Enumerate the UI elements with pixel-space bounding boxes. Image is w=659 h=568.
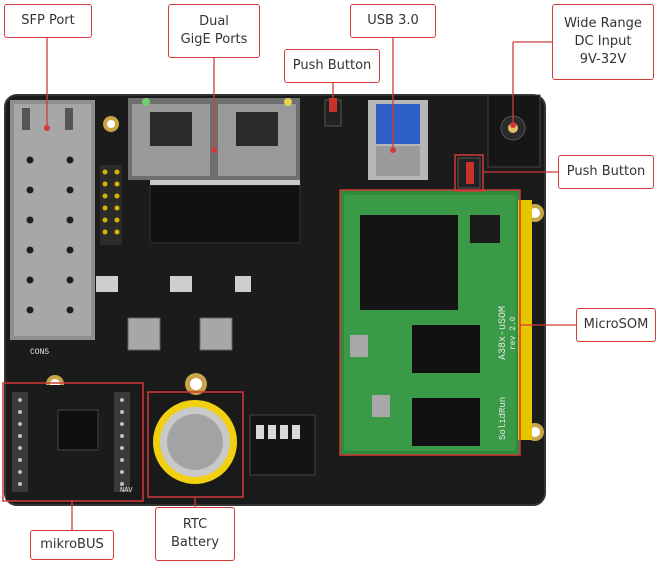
callout-mikrobus-line1: mikroBUS (40, 537, 104, 552)
som-brand-text: SolidRun (498, 397, 508, 440)
callout-dc-line3: 9V-32V (579, 52, 627, 67)
callout-microsom: MicroSOM (576, 308, 656, 342)
callout-rtc-line1: RTC (182, 517, 208, 532)
callout-push-button-top: Push Button (284, 49, 380, 83)
callout-gige-line2: GigE Ports (180, 32, 248, 47)
callout-dual-gige: Dual GigE Ports (168, 4, 260, 58)
callout-sfp-port: SFP Port (4, 4, 92, 38)
callout-usb3: USB 3.0 (350, 4, 436, 38)
callout-dc-line2: DC Input (574, 34, 632, 49)
header-strip (518, 200, 532, 440)
callout-push-button-right: Push Button (558, 155, 654, 189)
callout-push-top-line1: Push Button (292, 58, 372, 73)
nav-label-text: NAV (120, 487, 133, 495)
push-right-highlight (454, 154, 484, 192)
push-button-top (329, 98, 337, 112)
push-button-right (466, 162, 474, 184)
callout-rtc-battery: RTC Battery (155, 507, 235, 561)
microsom-highlight (339, 189, 521, 456)
callout-dc-input: Wide Range DC Input 9V-32V (552, 4, 654, 80)
callout-sfp-line1: SFP Port (21, 13, 75, 28)
callout-rtc-line2: Battery (170, 535, 220, 550)
callout-mikrobus: mikroBUS (30, 530, 114, 560)
callout-push-right-line1: Push Button (566, 164, 646, 179)
callout-dc-line1: Wide Range (564, 16, 642, 31)
som-rev-text: rev 2.0 (509, 316, 518, 350)
cn-label-text: CON5 (30, 348, 49, 357)
som-model-text: A38x-uSOM (498, 306, 509, 360)
callout-microsom-line1: MicroSOM (583, 317, 649, 332)
callout-gige-line1: Dual (199, 14, 229, 29)
mikrobus-highlight (2, 382, 144, 502)
callout-usb-line1: USB 3.0 (367, 13, 419, 28)
